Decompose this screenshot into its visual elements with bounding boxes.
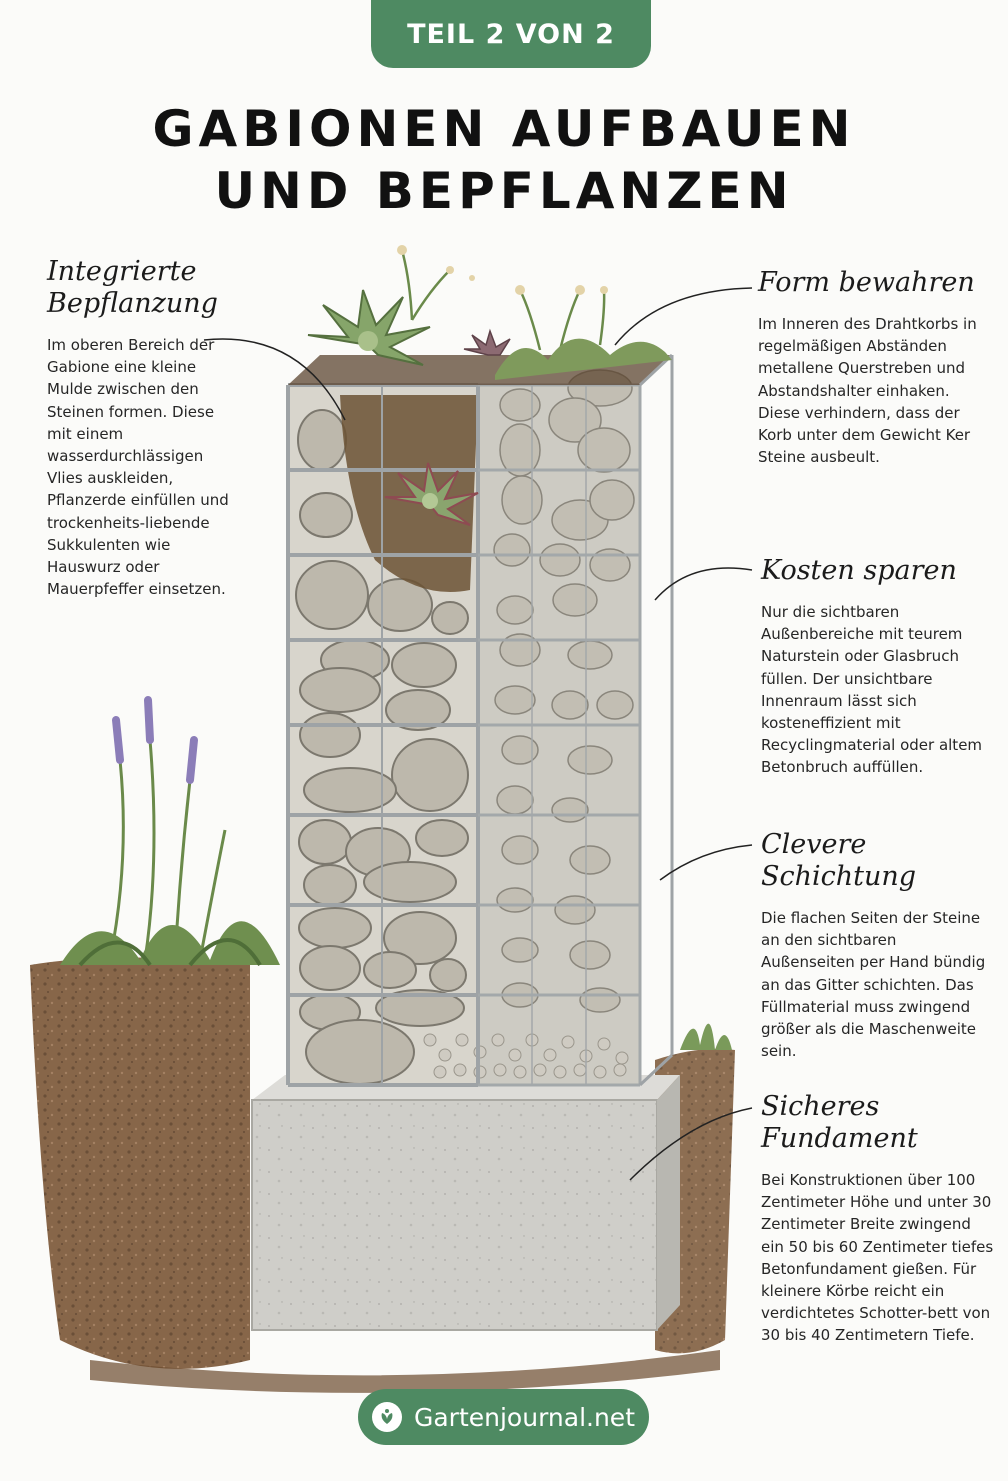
annotation-keep-shape: Form bewahren Im Inneren des Drahtkorbs … bbox=[758, 267, 988, 468]
page-title: GABIONEN AUFBAUEN UND BEPFLANZEN bbox=[0, 98, 1008, 222]
annotation-title: Sicheres Fundament bbox=[761, 1091, 918, 1154]
annotation-text: Die flachen Seiten der Steine an den sic… bbox=[761, 909, 986, 1061]
annotation-title: Clevere Schichtung bbox=[761, 829, 917, 892]
annotation-save-costs: Kosten sparen Nur die sichtbaren Außenbe… bbox=[761, 555, 991, 779]
gabion-basket bbox=[286, 353, 674, 1087]
annotation-text: Nur die sichtbaren Außenbereiche mit teu… bbox=[761, 603, 983, 777]
annotation-integrated-planting: Integrierte Bepflanzung Im oberen Bereic… bbox=[47, 256, 237, 600]
annotation-text: Im oberen Bereich der Gabione eine klein… bbox=[47, 336, 229, 599]
grass-right bbox=[680, 1023, 732, 1050]
lavender-plant bbox=[60, 696, 280, 967]
leader-lines bbox=[203, 287, 753, 1181]
title-line-2: UND BEPFLANZEN bbox=[214, 162, 794, 220]
annotation-text: Im Inneren des Drahtkorbs in regelmäßige… bbox=[758, 315, 977, 467]
annotation-safe-foundation: Sicheres Fundament Bei Konstruktionen üb… bbox=[761, 1091, 996, 1347]
annotation-clever-layering: Clevere Schichtung Die flachen Seiten de… bbox=[761, 829, 991, 1062]
concrete-foundation bbox=[251, 1075, 680, 1331]
annotation-title: Kosten sparen bbox=[761, 555, 957, 586]
brand-link-button[interactable]: Gartenjournal.net bbox=[358, 1389, 649, 1445]
annotation-title: Form bewahren bbox=[758, 267, 975, 298]
succulent-plants bbox=[307, 245, 672, 526]
title-line-1: GABIONEN AUFBAUEN bbox=[152, 100, 856, 158]
annotation-title: Integrierte Bepflanzung bbox=[47, 256, 218, 319]
brand-name: Gartenjournal.net bbox=[413, 1402, 635, 1432]
part-badge: TEIL 2 VON 2 bbox=[371, 0, 651, 68]
annotation-text: Bei Konstruktionen über 100 Zentimeter H… bbox=[761, 1171, 994, 1345]
gabion-illustration bbox=[30, 245, 753, 1393]
leaf-logo-icon bbox=[371, 1402, 402, 1432]
